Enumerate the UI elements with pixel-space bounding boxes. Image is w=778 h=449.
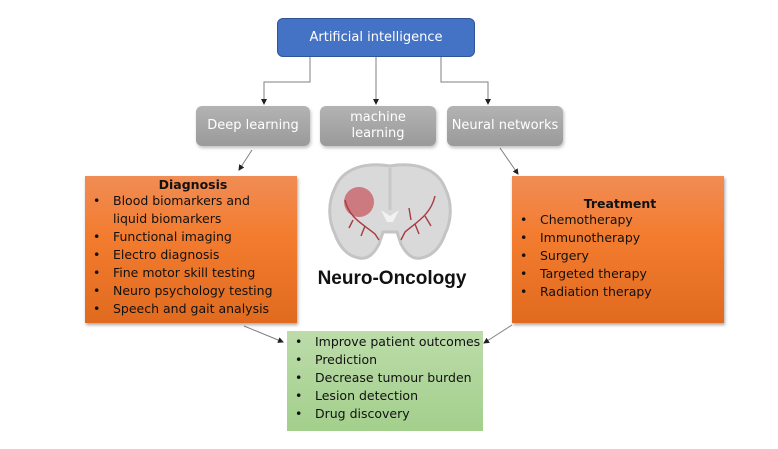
connector-ai-deep-learning — [261, 57, 311, 105]
diagnosis-item: Speech and gait analysis — [89, 300, 297, 318]
connector-neural-networks-treatment — [499, 147, 519, 175]
outcome-item: Prediction — [291, 351, 483, 369]
outcome-item: Decrease tumour burden — [291, 369, 483, 387]
connector-deep-learning-diagnosis — [238, 149, 253, 171]
outcomes-list: Improve patient outcomes Prediction Decr… — [291, 333, 483, 423]
machine-learning-label: machine learning — [350, 110, 406, 141]
treatment-box: Treatment Chemotherapy Immunotherapy Sur… — [512, 176, 724, 323]
connector-treatment-outcomes — [483, 324, 513, 344]
diagnosis-list: Blood biomarkers and liquid biomarkers F… — [89, 192, 297, 318]
treatment-list: Chemotherapy Immunotherapy Surgery Targe… — [516, 211, 724, 301]
treatment-title: Treatment — [583, 196, 657, 211]
diagnosis-item: Fine motor skill testing — [89, 264, 297, 282]
treatment-item: Targeted therapy — [516, 265, 724, 283]
brain-tumor-icon — [328, 163, 452, 260]
treatment-item: Immunotherapy — [516, 229, 724, 247]
treatment-item: Radiation therapy — [516, 283, 724, 301]
diagnosis-item: Neuro psychology testing — [89, 282, 297, 300]
outcomes-box: Improve patient outcomes Prediction Decr… — [287, 331, 483, 431]
treatment-item: Surgery — [516, 247, 724, 265]
diagnosis-box: Diagnosis Blood biomarkers and liquid bi… — [85, 176, 297, 323]
neural-networks-label: Neural networks — [451, 118, 559, 133]
deep-learning-node: Deep learning — [196, 106, 310, 146]
connector-ai-neural-networks — [440, 57, 491, 105]
outcome-item: Lesion detection — [291, 387, 483, 405]
diagnosis-item: Electro diagnosis — [89, 246, 297, 264]
deep-learning-label: Deep learning — [207, 118, 299, 133]
machine-learning-node: machine learning — [320, 106, 436, 146]
outcome-item: Improve patient outcomes — [291, 333, 483, 351]
outcome-item: Drug discovery — [291, 405, 483, 423]
diagnosis-item: Blood biomarkers and liquid biomarkers — [89, 192, 297, 228]
ai-root-label: Artificial intelligence — [309, 30, 443, 45]
diagnosis-title: Diagnosis — [158, 177, 228, 192]
neural-networks-node: Neural networks — [447, 106, 563, 146]
diagnosis-item: Functional imaging — [89, 228, 297, 246]
connector-diagnosis-outcomes — [243, 325, 284, 343]
treatment-item: Chemotherapy — [516, 211, 724, 229]
ai-root-node: Artificial intelligence — [277, 18, 475, 57]
center-title: Neuro-Oncology — [317, 268, 467, 289]
